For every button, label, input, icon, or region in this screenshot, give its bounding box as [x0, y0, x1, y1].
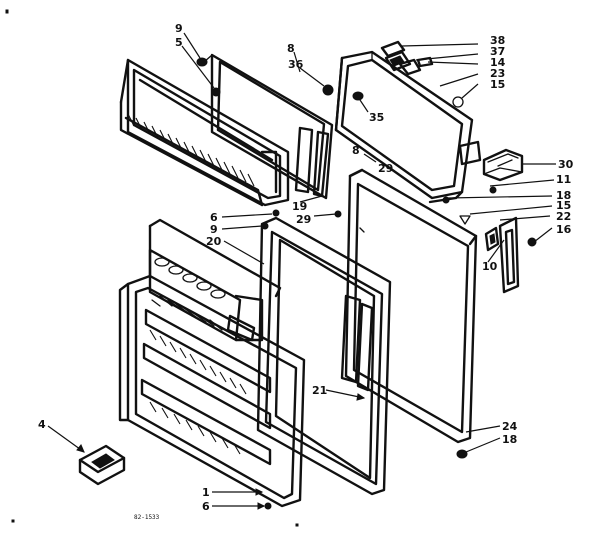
callout-22: 22 — [556, 210, 571, 223]
lower-hinge-bracket — [484, 216, 520, 294]
callout-30: 30 — [558, 158, 574, 171]
callout-10: 10 — [482, 260, 498, 273]
callout-15-mid: 15 — [556, 199, 571, 212]
callout-29-mid: 29 — [296, 213, 311, 226]
callout-4: 4 — [38, 418, 46, 431]
callout-36: 36 — [288, 58, 304, 71]
callout-16: 16 — [556, 223, 572, 236]
callout-24: 24 — [502, 420, 518, 433]
callout-6-bottom: 6 — [202, 500, 210, 513]
fasteners — [196, 57, 537, 510]
scan-specks — [5, 9, 299, 527]
callout-8-top: 8 — [287, 42, 295, 55]
callout-23: 23 — [490, 67, 505, 80]
fresh-food-door-gasket — [256, 216, 392, 496]
callout-37: 37 — [490, 45, 505, 58]
callout-19: 19 — [292, 200, 307, 213]
fresh-food-door-panel — [344, 168, 478, 444]
leader-lines — [47, 32, 556, 507]
butter-compartment-door — [78, 444, 126, 486]
callout-8-mid: 8 — [352, 144, 360, 157]
callout-labels: 9 5 8 36 35 38 37 14 23 15 8 29 30 11 18… — [38, 22, 574, 521]
callout-5: 5 — [175, 36, 183, 49]
callout-15-top: 15 — [490, 78, 505, 91]
freezer-door-panel — [334, 50, 474, 204]
top-hinge-parts — [380, 40, 434, 76]
callout-18-bottom: 18 — [502, 433, 517, 446]
callout-38: 38 — [490, 34, 505, 47]
callout-21: 21 — [312, 384, 327, 397]
callout-1: 1 — [202, 486, 210, 499]
leader-arrowheads — [76, 393, 366, 510]
diagram-code: 82-1533 — [134, 514, 160, 521]
callout-18-top: 18 — [556, 189, 571, 202]
callout-11: 11 — [556, 173, 571, 186]
callout-20: 20 — [206, 235, 222, 248]
callout-9-mid: 9 — [210, 223, 218, 236]
fresh-food-door-liner — [118, 218, 306, 508]
callout-29-top: 29 — [378, 162, 393, 175]
freezer-door-gasket — [203, 53, 334, 200]
callout-35: 35 — [369, 111, 384, 124]
callout-6-mid: 6 — [210, 211, 218, 224]
callout-14: 14 — [490, 56, 506, 69]
callout-9-top: 9 — [175, 22, 183, 35]
freezer-door-liner — [119, 58, 290, 207]
door-handle — [482, 148, 524, 182]
